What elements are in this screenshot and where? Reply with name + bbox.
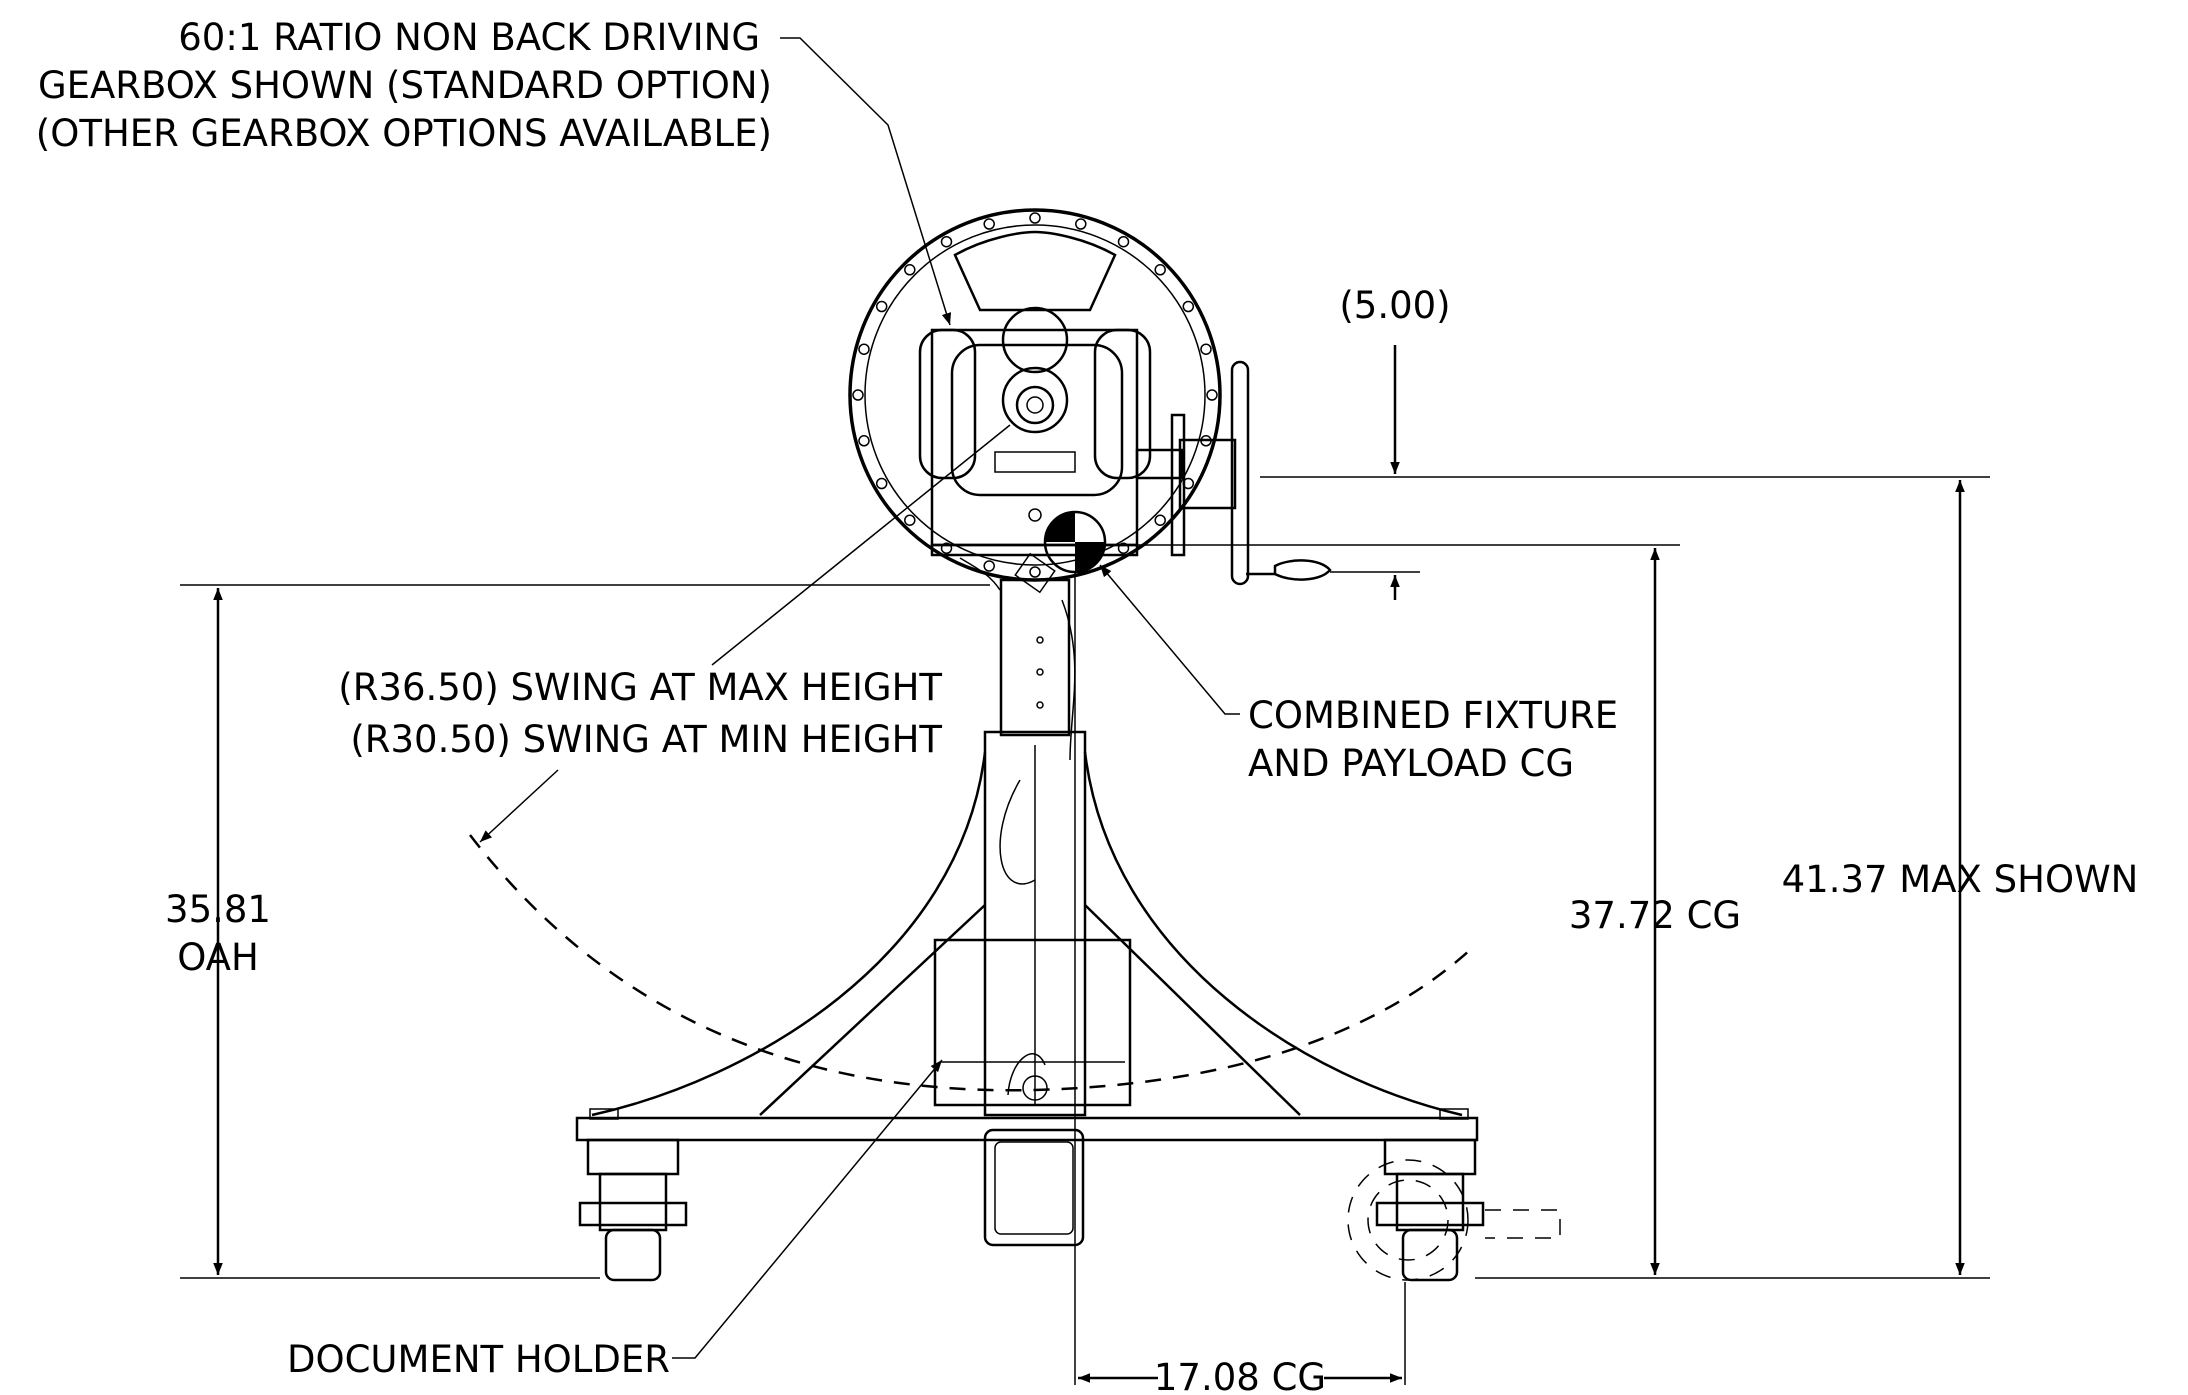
bolt-hole	[1154, 514, 1166, 526]
cg-symbol	[1043, 510, 1107, 574]
handwheel-offset-label: (5.00)	[1339, 284, 1450, 327]
bolt-hole	[1182, 300, 1195, 313]
document-holder	[933, 938, 1132, 1107]
cg-callout-line-1: COMBINED FIXTURE	[1248, 694, 1618, 737]
bolt-hole	[983, 218, 995, 230]
bolt-hole	[1200, 343, 1212, 355]
swing-callout-line-1: (R36.50) SWING AT MAX HEIGHT	[338, 666, 942, 709]
lower-column	[983, 730, 1087, 1117]
right-caster	[1347, 1138, 1561, 1282]
face-plate	[848, 208, 1222, 582]
bolt-hole	[1206, 389, 1218, 401]
bolt-hole	[875, 300, 888, 313]
bolt-hole	[1029, 212, 1041, 224]
base-plate	[575, 1116, 1479, 1142]
oah-value: 35.81	[165, 888, 271, 931]
swing-arc	[469, 834, 1471, 1092]
bolt-hole	[1029, 566, 1041, 578]
left-caster	[578, 1138, 688, 1282]
bolt-hole	[983, 560, 995, 572]
gearbox-callout-line-2: GEARBOX SHOWN (STANDARD OPTION)	[38, 64, 772, 107]
gearbox-callout-line-1: 60:1 RATIO NON BACK DRIVING	[178, 16, 760, 59]
handwheel	[1135, 360, 1332, 586]
cg-callout-line-2: AND PAYLOAD CG	[1248, 742, 1574, 785]
bolt-hole	[852, 389, 864, 401]
bolt-hole	[1154, 264, 1166, 276]
left-gusset	[591, 751, 987, 1117]
cg-horizontal-label: 17.08 CG	[1154, 1356, 1326, 1395]
bolt-hole	[940, 542, 953, 555]
leader-lines	[479, 37, 1240, 1359]
upper-mast	[999, 578, 1071, 737]
bolt-hole	[858, 343, 870, 355]
dimension-lines	[180, 345, 1990, 1385]
bolt-hole	[1075, 218, 1087, 230]
bolt-hole	[1117, 542, 1130, 555]
max-height-label: 41.37 MAX SHOWN	[1782, 858, 2139, 901]
cg-height-label: 37.72 CG	[1569, 894, 1741, 937]
oah-label: OAH	[177, 936, 259, 979]
gearbox-callout-line-3: (OTHER GEARBOX OPTIONS AVAILABLE)	[36, 112, 772, 155]
right-gusset	[1083, 751, 1463, 1117]
bolt-hole	[940, 235, 953, 248]
machine-drawing	[469, 208, 1561, 1282]
annotations: 60:1 RATIO NON BACK DRIVING GEARBOX SHOW…	[36, 16, 2139, 1395]
bolt-hole	[858, 435, 870, 447]
bolt-hole	[904, 264, 916, 276]
bolt-hole	[875, 477, 888, 490]
document-holder-callout: DOCUMENT HOLDER	[287, 1338, 670, 1381]
bolt-hole	[904, 514, 916, 526]
bolt-hole	[1117, 235, 1130, 248]
gearbox	[930, 306, 1139, 594]
swing-callout-line-2: (R30.50) SWING AT MIN HEIGHT	[350, 718, 942, 761]
